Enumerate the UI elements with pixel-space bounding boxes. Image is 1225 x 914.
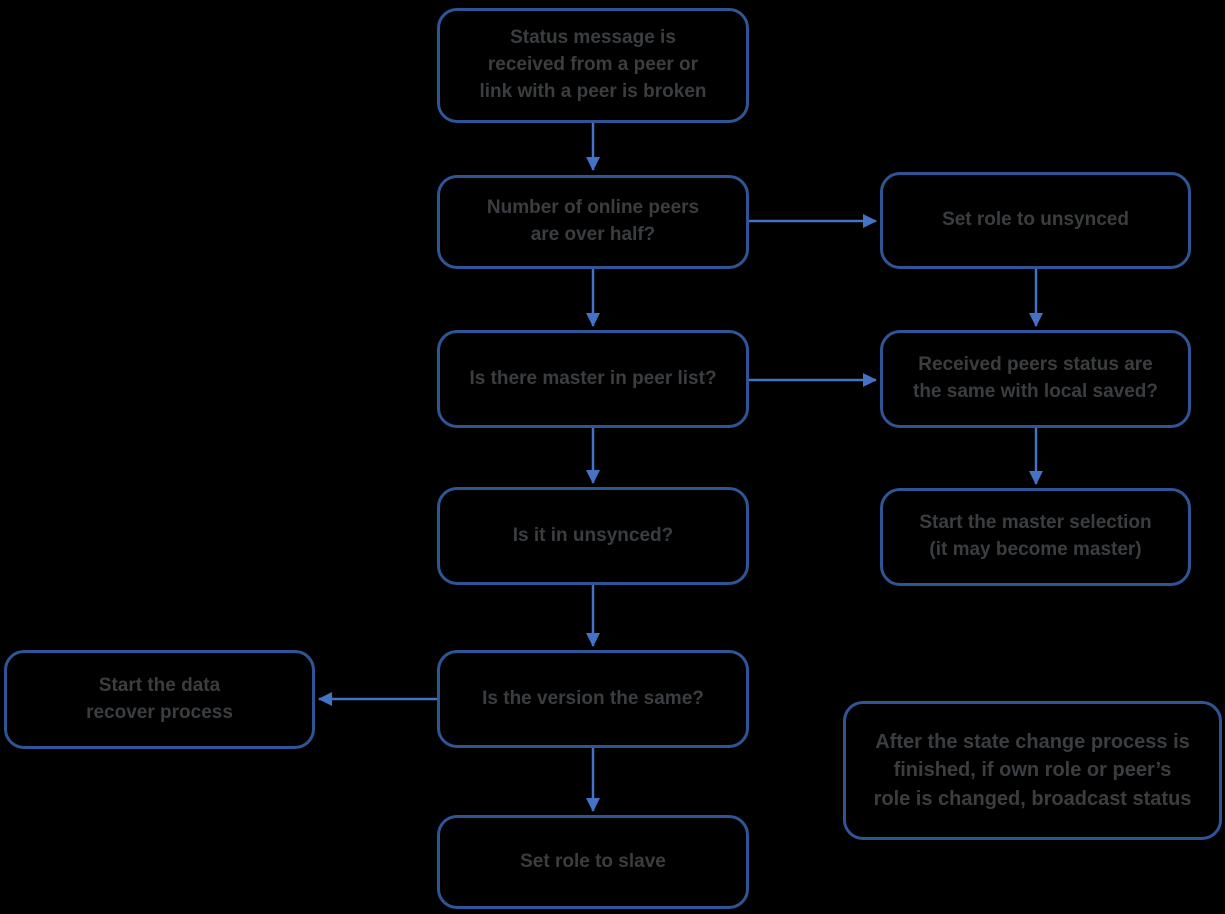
node-status-message-received: Status message is received from a peer o… [437, 8, 749, 123]
node-set-role-unsynced: Set role to unsynced [880, 172, 1191, 269]
node-is-it-in-unsynced: Is it in unsynced? [437, 487, 749, 585]
node-set-role-slave: Set role to slave [437, 815, 749, 909]
node-start-master-selection: Start the master selection (it may becom… [880, 488, 1191, 586]
node-peers-over-half: Number of online peers are over half? [437, 175, 749, 269]
node-start-data-recover: Start the data recover process [4, 650, 315, 749]
node-version-same: Is the version the same? [437, 650, 749, 748]
node-broadcast-status-note: After the state change process is finish… [843, 701, 1222, 840]
node-peers-status-same: Received peers status are the same with … [880, 330, 1191, 428]
node-master-in-peer-list: Is there master in peer list? [437, 330, 749, 428]
